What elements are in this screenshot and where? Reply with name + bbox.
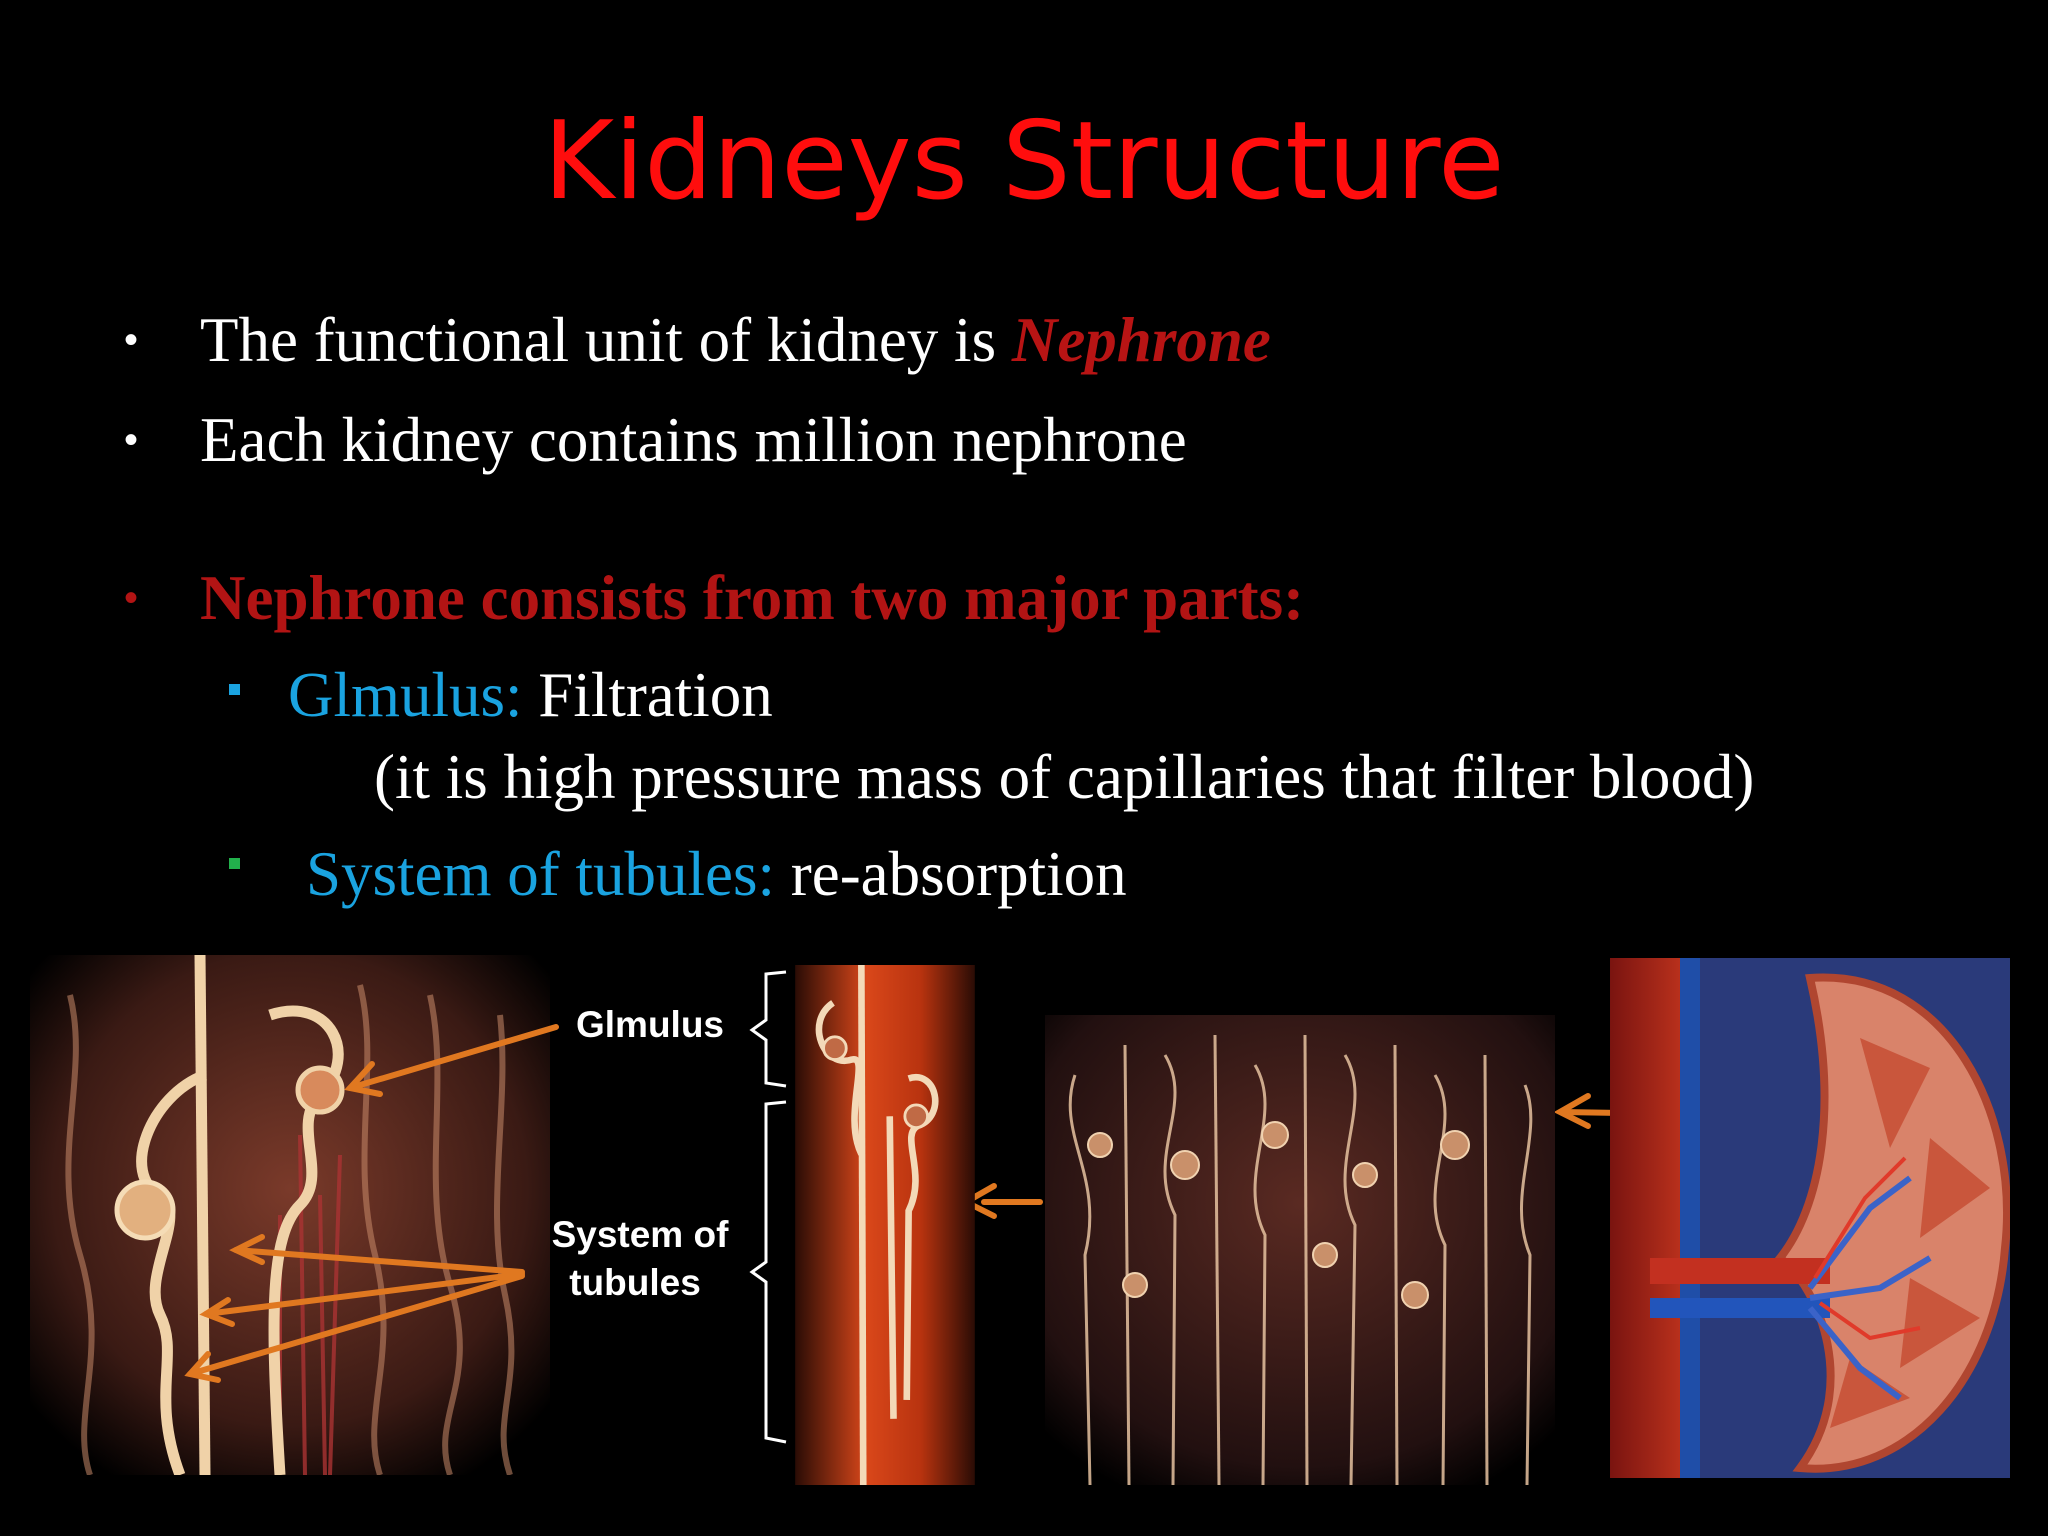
nephron-forest-illustration [1045, 1015, 1555, 1486]
glomerulus-ball [295, 1065, 345, 1115]
bullet-dot: • [124, 418, 139, 462]
slide-title: Kidneys Structure [543, 99, 1505, 224]
subbullet-2: System of tubules: re-absorption [306, 834, 1127, 914]
arrow-head [1553, 1093, 1591, 1129]
arrow-line-tubule-2 [203, 1271, 525, 1317]
bracket-glomulus [749, 970, 787, 1088]
kidney-illustration [1610, 958, 2010, 1478]
subbullet-1-desc: Filtration [522, 660, 773, 730]
arrow-head [344, 1061, 383, 1097]
nephron-illustration [30, 955, 550, 1475]
subbullet-1: Glmulus: Filtration [288, 655, 773, 735]
single-nephron-illustration [795, 965, 975, 1485]
arrow-head [199, 1297, 235, 1327]
bullet-1-text: The functional unit of kidney is [200, 305, 1012, 375]
label-glomulus: Glmulus [575, 1004, 725, 1045]
subbullet-square [229, 684, 240, 695]
subbullet-2-term: System of tubules: [306, 839, 775, 909]
bullet-2: Each kidney contains million nephrone [200, 405, 1187, 475]
arrow-line-glomulus [347, 1024, 559, 1091]
label-tubules-line2: tubules [569, 1262, 701, 1303]
glomerulus-ball [114, 1179, 176, 1241]
bullet-1: The functional unit of kidney is Nephron… [200, 300, 1271, 380]
subbullet-square [229, 858, 240, 869]
bullet-dot: • [124, 576, 139, 620]
subbullet-1-term: Glmulus: [288, 660, 523, 730]
bullet-1-emphasis: Nephrone [1011, 305, 1271, 375]
subbullet-2-desc: re-absorption [775, 839, 1127, 909]
arrow-line-tubule-1 [233, 1247, 525, 1275]
arrow-head [229, 1234, 265, 1265]
arrow-head [184, 1351, 221, 1383]
bullet-dot: • [124, 318, 139, 362]
bullet-3: Nephrone consists from two major parts: [200, 563, 1305, 633]
subbullet-1-note: (it is high pressure mass of capillaries… [374, 742, 1755, 812]
bracket-tubules [749, 1100, 787, 1444]
label-tubules-line1: System of [551, 1214, 729, 1255]
arrow-line-tubule-3 [187, 1273, 525, 1377]
